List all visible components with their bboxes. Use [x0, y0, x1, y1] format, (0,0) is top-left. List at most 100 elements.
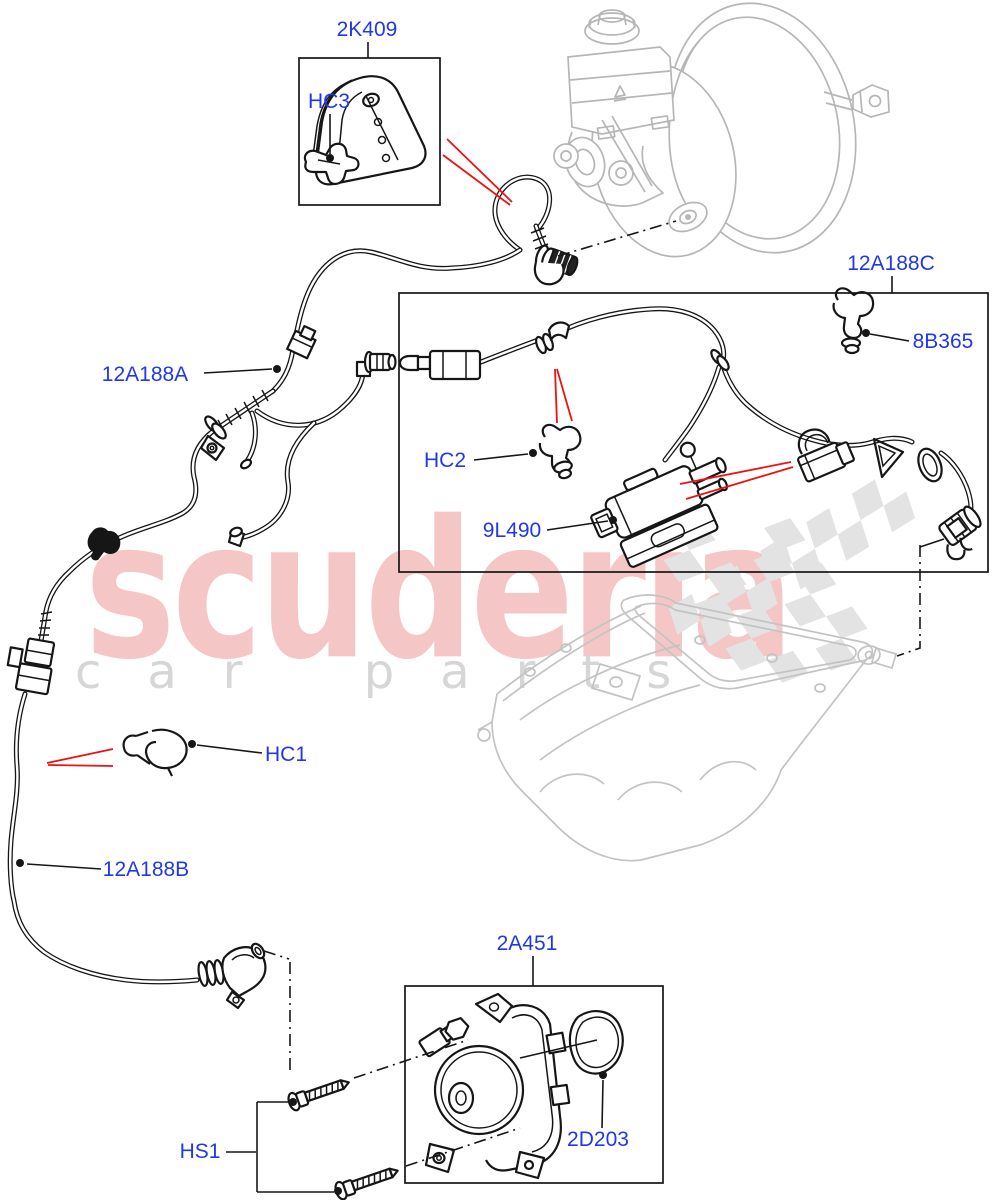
watermark-subtext: car parts: [75, 644, 717, 700]
red-arrow-2k409: [446, 138, 513, 203]
dash-dot-line: [405, 1127, 521, 1167]
hose-12a188b-elbow: [197, 942, 267, 1010]
hose-branch-to-connector: [254, 370, 366, 428]
stub-open-end: [239, 458, 253, 470]
red-arrow-hc1: [47, 764, 114, 767]
vacuum-pump-drawing: [418, 992, 571, 1180]
harness-bracket-drawing: [797, 428, 855, 483]
leader-dot: [529, 449, 537, 457]
red-arrow-9l490: [679, 461, 792, 485]
part-label-hs1[interactable]: HS1: [180, 1140, 221, 1163]
booster-elbow-fitting: [533, 244, 579, 286]
inlet-connector-12a188c: [398, 349, 482, 381]
dash-dot-line: [263, 950, 290, 960]
red-arrow-hc2: [556, 368, 573, 422]
part-box-12a188c: [398, 292, 989, 573]
callout-hc1: HC1: [188, 740, 307, 766]
callout-hs1: HS1: [180, 1140, 256, 1163]
leader-line: [196, 744, 263, 754]
grommet-drawing: [917, 447, 943, 483]
callout-12a188c: 12A188C: [847, 252, 935, 293]
leader-line: [869, 333, 910, 342]
part-label-12a188b[interactable]: 12A188B: [103, 858, 189, 881]
brake-booster-drawing: [553, 2, 890, 258]
part-label-12a188a[interactable]: 12A188A: [102, 363, 188, 386]
callout-2k409: 2K409: [337, 18, 398, 58]
end-connector-drawing: [938, 505, 982, 561]
hose-clip-upper: [286, 324, 317, 360]
hose-below-tee: [39, 429, 215, 643]
engine-cover-drawing: [477, 594, 897, 862]
hose-branch-to-connector: [255, 371, 365, 427]
callout-12a188a: 12A188A: [102, 363, 281, 386]
part-label-hc1[interactable]: HC1: [265, 743, 307, 766]
hose-main-12a188a: [270, 247, 523, 394]
triangle-strap-drawing: [872, 437, 905, 479]
leader-dot: [862, 329, 870, 337]
part-label-8b365[interactable]: 8B365: [913, 330, 974, 353]
part-box-2a451: [404, 985, 664, 1184]
leader-dot: [188, 740, 196, 748]
hose-capped-branch: [237, 421, 316, 540]
capped-branch-end: [227, 526, 246, 548]
hose-12a188c-b: [555, 307, 725, 362]
callout-2d203: 2D203: [567, 1071, 629, 1151]
part-label-2d203[interactable]: 2D203: [567, 1128, 629, 1151]
part-label-2k409[interactable]: 2K409: [337, 18, 398, 41]
leader-dot: [16, 859, 24, 867]
tee-collar-bracket: [199, 415, 227, 462]
oring-2d203-drawing: [519, 1010, 624, 1075]
leader-line: [203, 368, 273, 374]
leader-dot: [289, 1098, 297, 1106]
hose-solenoid-branch: [663, 365, 721, 462]
part-label-hc3[interactable]: HC3: [308, 90, 350, 113]
leader-dot: [273, 365, 281, 373]
hose-12a188c-c: [721, 364, 914, 447]
callout-hc3: HC3: [308, 90, 350, 162]
leader-dot: [334, 1187, 342, 1195]
hose-12a188b: [7, 691, 200, 985]
dash-dot-line: [353, 1039, 469, 1079]
hose-loop-12a188a: [493, 175, 551, 252]
callout-9l490: 9L490: [483, 516, 617, 542]
leader-line: [26, 863, 102, 870]
callout-2a451: 2A451: [497, 932, 558, 986]
assembly-axis-lines: [263, 220, 921, 1167]
part-label-2a451[interactable]: 2A451: [497, 932, 558, 955]
part-label-12a188c[interactable]: 12A188C: [847, 252, 935, 275]
part-label-9l490[interactable]: 9L490: [483, 519, 541, 542]
red-arrow-9l490: [685, 466, 794, 500]
hose-main-12a188a: [271, 248, 522, 393]
part-box-2k409: [298, 57, 441, 206]
leader-line: [601, 1079, 604, 1129]
red-arrow-hc1: [46, 748, 114, 764]
callout-hc2: HC2: [424, 449, 537, 472]
callout-bracket-lines: [256, 538, 945, 1195]
hose-12a188c-c: [720, 363, 915, 448]
hose-12a188c-a: [479, 338, 540, 364]
dash-dot-line: [557, 220, 677, 257]
bracket-line: [919, 538, 945, 548]
clip-8b365-drawing: [832, 287, 875, 355]
callout-12a188b: 12A188B: [16, 858, 189, 881]
leader-line: [546, 520, 609, 531]
hc1-clip-drawing: [122, 728, 188, 777]
hose-sleeve-clip: [535, 321, 571, 355]
dash-dot-line: [896, 545, 921, 657]
hose-tee-stub: [245, 411, 257, 463]
hose-12a188b: [9, 692, 199, 984]
callout-8b365: 8B365: [862, 329, 973, 353]
hc3-clip-drawing: [303, 142, 360, 186]
spring-clamp: [87, 527, 121, 561]
leader-line: [473, 453, 529, 461]
part-label-hc2[interactable]: HC2: [424, 449, 466, 472]
corrugation-ticks: [38, 227, 549, 636]
hose-corrugated-tee: [213, 389, 275, 432]
red-pointer-arrows: [46, 138, 794, 767]
red-arrow-hc2: [554, 368, 558, 424]
screws-hs1-drawing: [287, 1079, 399, 1200]
junction-rings: [710, 348, 730, 372]
checkered-flag-watermark: [663, 479, 915, 683]
red-arrow-2k409: [442, 154, 511, 206]
